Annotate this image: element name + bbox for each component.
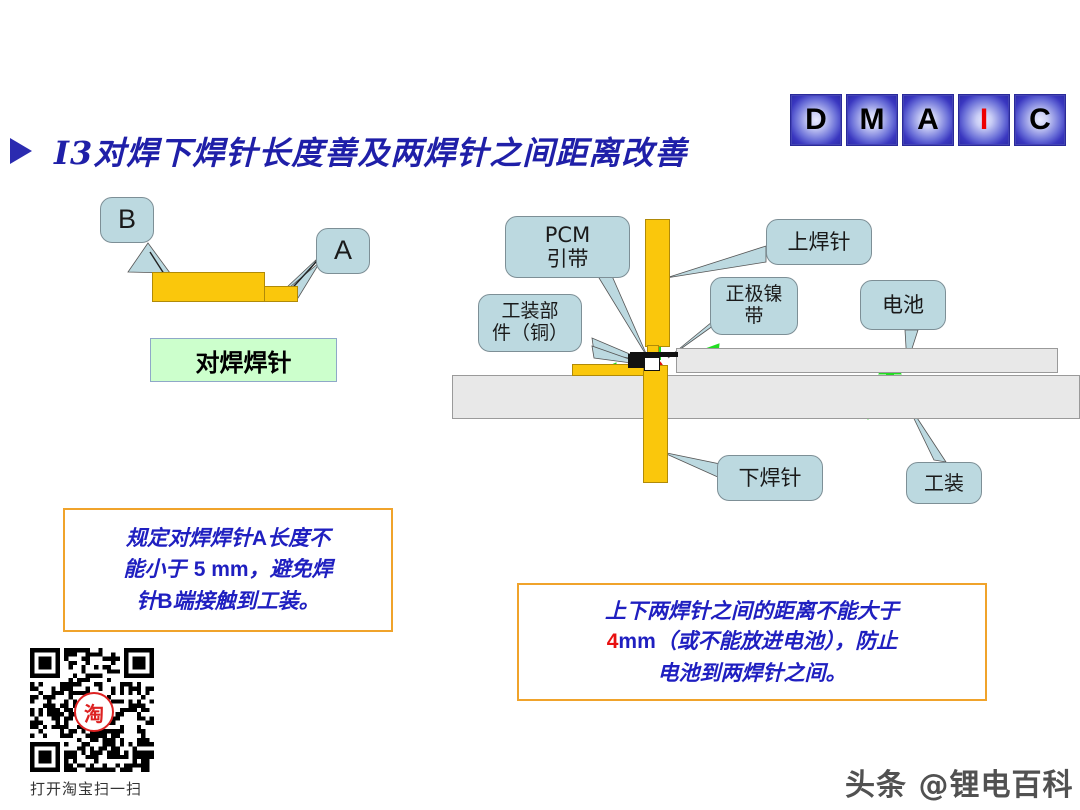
copper-block <box>628 354 644 368</box>
note-box-right: 上下两焊针之间的距离不能大于 4mm（或不能放进电池），防止 电池到两焊针之间。 <box>517 583 987 701</box>
callout-positive-nickel-strip: 正极镍 带 <box>710 277 798 335</box>
lower-welding-pin <box>643 365 668 483</box>
watermark: 头条 @锂电百科 <box>845 768 1074 803</box>
callout-positive-nickel-strip-label-2: 带 <box>744 305 764 327</box>
callout-pin-a: A <box>316 228 370 274</box>
dmaic-badge-d[interactable]: D <box>790 94 842 146</box>
triangle-right-icon <box>10 138 32 164</box>
dmaic-badge-m[interactable]: M <box>846 94 898 146</box>
note-left-line-3: 针B端接触到工装。 <box>136 587 320 613</box>
welding-pin-tip <box>264 286 298 302</box>
qr-code-caption: 打开淘宝扫一扫 <box>30 780 143 798</box>
callout-pcm-lead: PCM 引带 <box>505 216 630 278</box>
upper-welding-pin <box>645 219 670 347</box>
left-diagram-caption-label: 对焊焊针 <box>195 348 292 377</box>
callout-pin-b-label: B <box>117 204 136 235</box>
callout-fixture-part-copper: 工装部 件（铜） <box>478 294 582 352</box>
taobao-logo-icon: 淘 <box>74 692 114 732</box>
battery-bar <box>676 348 1058 373</box>
note-left-line-2: 能小于 5 mm，避免焊 <box>123 556 333 582</box>
left-diagram-caption: 对焊焊针 <box>150 338 337 382</box>
qr-code-block[interactable]: 淘 打开淘宝扫一扫 <box>30 648 160 799</box>
nickel-strip <box>630 352 678 357</box>
callout-upper-pin: 上焊针 <box>766 219 872 265</box>
weld-gap <box>644 357 660 371</box>
callout-pin-b: B <box>100 197 154 243</box>
note-right-line-1: 上下两焊针之间的距离不能大于 <box>605 597 899 623</box>
callout-battery-label: 电池 <box>882 292 924 317</box>
dmaic-badge-c[interactable]: C <box>1014 94 1066 146</box>
dmaic-badge-i[interactable]: I <box>958 94 1010 146</box>
welding-pin-body <box>152 272 265 302</box>
page-title: I3对焊下焊针长度善及两焊针之间距离改善 <box>54 134 688 172</box>
callout-fixture: 工装 <box>906 462 982 504</box>
page-title-row: I3对焊下焊针长度善及两焊针之间距离改善 <box>0 128 800 174</box>
callout-lower-pin-label: 下焊针 <box>738 465 802 490</box>
callout-battery: 电池 <box>860 280 946 330</box>
note-left-line-1: 规定对焊焊针A长度不 <box>125 524 331 550</box>
callout-lower-pin: 下焊针 <box>717 455 823 501</box>
note-box-left: 规定对焊焊针A长度不 能小于 5 mm，避免焊 针B端接触到工装。 <box>63 508 393 632</box>
dmaic-phase-indicator: D M A I C <box>790 94 1066 146</box>
callout-pcm-lead-label-2: 引带 <box>546 247 589 271</box>
callout-fixture-label: 工装 <box>924 470 964 495</box>
callout-upper-pin-label: 上焊针 <box>787 229 851 254</box>
callout-pin-a-label: A <box>333 235 352 266</box>
callout-fixture-part-copper-label-1: 工装部 <box>501 300 559 323</box>
callout-fixture-part-copper-label-2: 件（铜） <box>491 322 568 344</box>
dmaic-badge-a[interactable]: A <box>902 94 954 146</box>
callout-pcm-lead-label-1: PCM <box>544 222 591 247</box>
fixture-bar <box>452 375 1080 419</box>
callout-positive-nickel-strip-label-1: 正极镍 <box>725 283 783 306</box>
note-right-line-2: 4mm（或不能放进电池），防止 <box>606 628 898 654</box>
note-right-line-3: 电池到两焊针之间。 <box>657 659 847 685</box>
